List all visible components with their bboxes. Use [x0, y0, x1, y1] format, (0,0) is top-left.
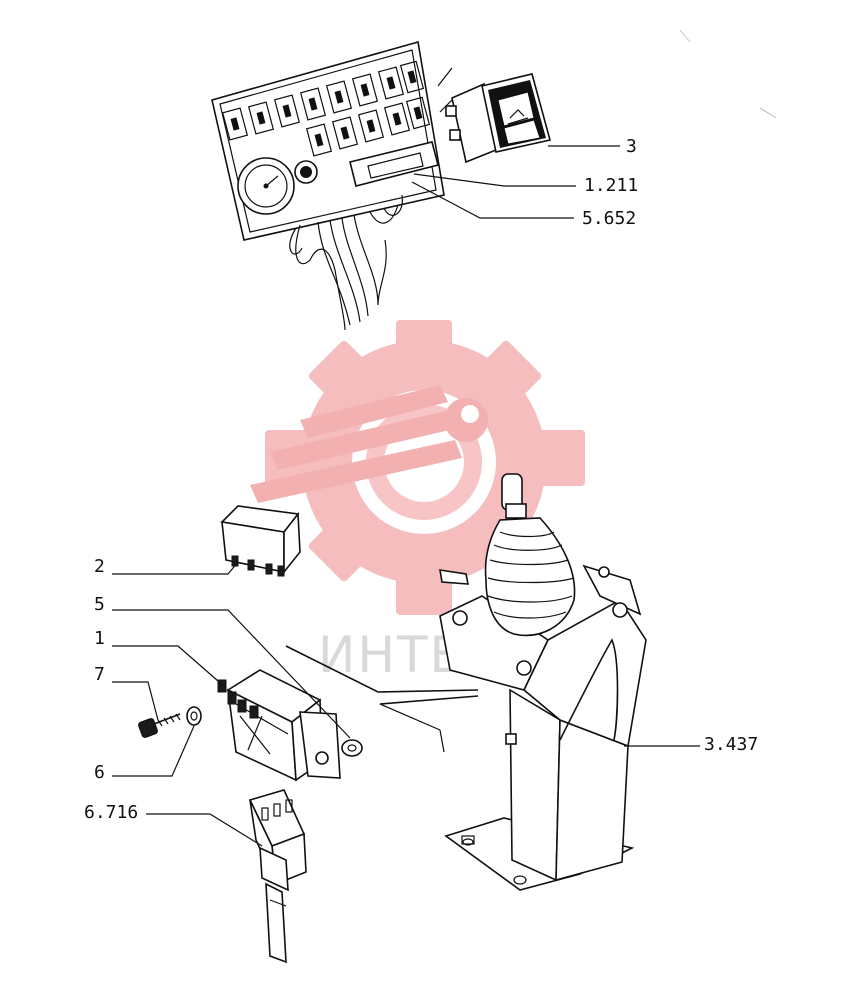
- joystick-assembly: [285, 473, 647, 891]
- callout-6: 6: [94, 762, 105, 783]
- callout-2: 2: [94, 556, 105, 577]
- rocker-switch: [437, 29, 777, 164]
- leader-lines: [112, 145, 700, 847]
- washer-6: [186, 706, 202, 726]
- callout-5-652: 5.652: [582, 208, 636, 229]
- dashboard-panel: [211, 40, 445, 331]
- screw: [138, 713, 181, 738]
- callout-1: 1: [94, 628, 105, 649]
- callout-3: 3: [626, 136, 637, 157]
- callout-labels: 3 1.211 5.652 2 5 1 7 6 6.716 3.437: [84, 136, 758, 823]
- callout-6-716: 6.716: [84, 802, 138, 823]
- connector: [248, 789, 307, 964]
- callout-1-211: 1.211: [584, 175, 638, 196]
- callout-5: 5: [94, 594, 105, 615]
- callout-3-437: 3.437: [704, 734, 758, 755]
- callout-7: 7: [94, 664, 105, 685]
- control-unit: [217, 669, 341, 782]
- relay: [220, 505, 301, 577]
- washer-5: [341, 739, 363, 757]
